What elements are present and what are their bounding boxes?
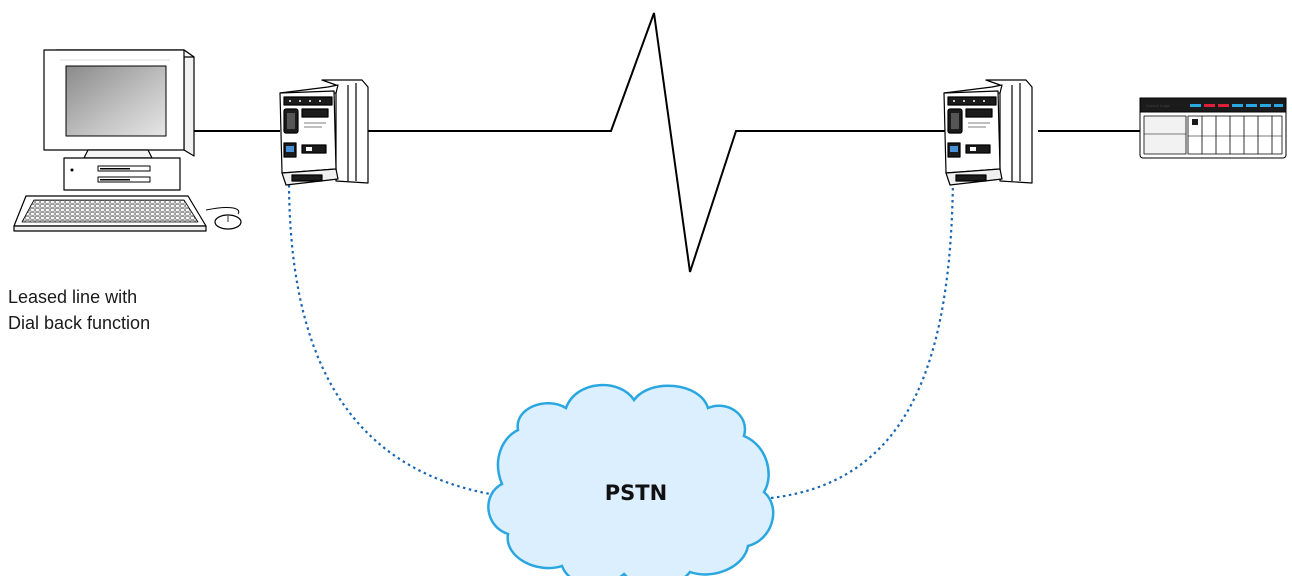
cloud-label: PSTN <box>605 481 667 505</box>
din-rail-modem-icon <box>943 79 1033 186</box>
dial-link-right <box>770 172 955 500</box>
din-rail-modem-icon <box>279 79 369 186</box>
diagram-caption: Leased line with Dial back function <box>8 284 150 336</box>
dial-back-link <box>287 172 955 500</box>
leased-line-zigzag <box>368 12 945 273</box>
desktop-computer-icon <box>13 49 242 232</box>
dial-link-left <box>287 172 503 498</box>
plc-rack-icon: Control Logix <box>1139 97 1287 159</box>
caption-line-1: Leased line with <box>8 287 138 307</box>
caption-line-2: Dial back function <box>8 313 151 333</box>
pstn-cloud: PSTN <box>487 383 775 576</box>
cloud-icon <box>487 383 775 576</box>
leased-line <box>184 12 1140 273</box>
plc-brand-label: Control Logix <box>1146 103 1170 108</box>
